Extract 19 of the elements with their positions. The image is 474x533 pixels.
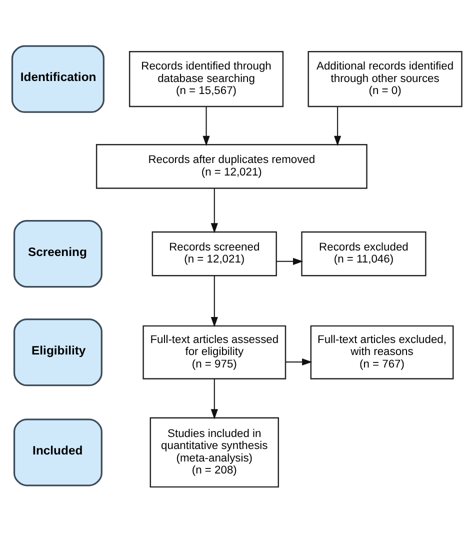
arrow <box>202 106 210 146</box>
node-box: Full-text articles assessed for eligibility (n = 975) <box>142 325 286 380</box>
node-box: Additional records identified through other sources (n = 0) <box>308 51 462 108</box>
arrow <box>210 378 218 420</box>
arrow <box>210 188 218 234</box>
node-box: Screening <box>13 220 102 288</box>
arrow <box>334 106 342 146</box>
node-box: Records after duplicates removed (n = 12,021) <box>96 144 368 189</box>
node-box: Identification <box>11 45 104 113</box>
node-box: Records identified through database searching (n = 15,567) <box>128 51 284 108</box>
node-box: Records excluded (n = 11,046) <box>301 231 426 276</box>
arrow <box>286 358 312 366</box>
arrow <box>276 258 304 265</box>
node-box: Included <box>13 418 102 486</box>
node-box: Full-text articles excluded, with reasons (n = 767) <box>310 325 454 380</box>
arrow <box>210 276 218 328</box>
node-box: Eligibility <box>13 318 102 386</box>
node-box: Records screened (n = 12,021) <box>152 231 277 276</box>
node-box: Studies included in quantitative synthesis (meta-analysis) (n = 208) <box>150 417 279 488</box>
